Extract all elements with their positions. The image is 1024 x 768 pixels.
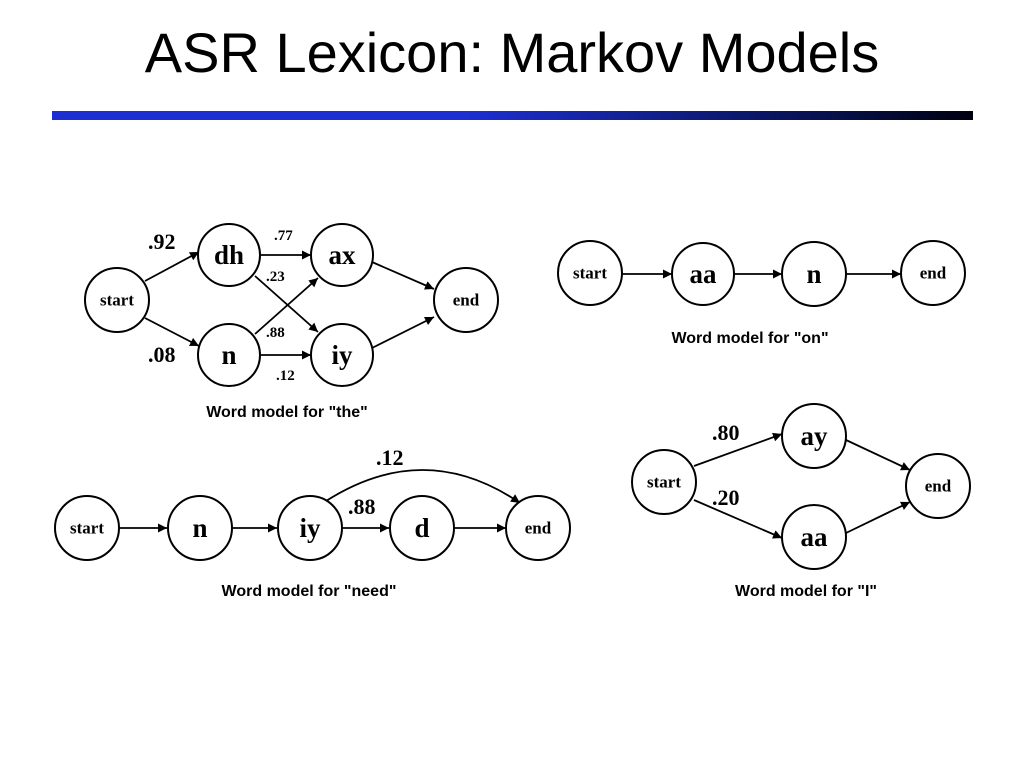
state-the-iy-label: iy (331, 340, 353, 370)
prob-i-start-aa: .20 (712, 485, 740, 510)
state-on-n (781, 241, 847, 307)
state-i-ay (781, 403, 847, 469)
edge-i-start-ay (693, 432, 783, 467)
state-need-iy-label: iy (299, 513, 321, 543)
slide-title: ASR Lexicon: Markov Models (144, 21, 880, 84)
state-the-iy (310, 323, 374, 387)
edge-the-start-n (144, 317, 200, 347)
state-i-ay-label: ay (801, 421, 829, 451)
state-on-start-label: start (573, 264, 607, 283)
state-need-iy (277, 495, 343, 561)
state-the-start (84, 267, 150, 333)
state-i-end (905, 453, 971, 519)
state-i-start (631, 449, 697, 515)
state-need-n-label: n (192, 513, 207, 543)
edge-the-iy-end (371, 316, 435, 349)
state-the-ax-label: ax (329, 240, 357, 270)
state-need-end (505, 495, 571, 561)
prob-the-start-n: .08 (148, 342, 176, 367)
edge-i-aa-end (845, 501, 911, 534)
prob-need-iy-d: .88 (348, 494, 376, 519)
state-i-end-label: end (925, 477, 952, 496)
state-i-aa (781, 504, 847, 570)
caption-need: Word model for "need" (222, 583, 397, 600)
model-i: start ay aa end .80 .20 Word model for "… (631, 403, 971, 600)
state-the-start-label: start (100, 291, 134, 310)
prob-i-start-ay: .80 (712, 420, 740, 445)
state-need-start (54, 495, 120, 561)
edge-i-start-aa (693, 499, 783, 539)
state-on-start (557, 240, 623, 306)
prob-the-dh-ax: .77 (274, 228, 293, 244)
state-need-start-label: start (70, 519, 104, 538)
edge-need-iy-end (325, 469, 521, 504)
model-the: start dh n ax iy end .92 .08 .77 .23 .88… (84, 223, 499, 421)
edge-the-start-dh (144, 251, 200, 282)
caption-i: Word model for "I" (735, 583, 877, 600)
state-the-n-label: n (221, 340, 236, 370)
prob-the-start-dh: .92 (148, 229, 176, 254)
state-i-start-label: start (647, 473, 681, 492)
state-on-end (900, 240, 966, 306)
prob-need-iy-end: .12 (376, 445, 404, 470)
state-the-n (197, 323, 261, 387)
caption-the: Word model for "the" (206, 404, 368, 421)
state-the-ax (310, 223, 374, 287)
state-the-dh-label: dh (214, 240, 244, 270)
model-on: start aa n end Word model for "on" (557, 240, 966, 347)
state-the-end-label: end (453, 291, 480, 310)
state-need-n (167, 495, 233, 561)
edge-the-n-ax (254, 277, 319, 335)
state-on-end-label: end (920, 264, 947, 283)
state-need-end-label: end (525, 519, 552, 538)
state-on-aa-label: aa (690, 259, 718, 289)
model-need: start n iy d end .12 .88 Word model for … (54, 445, 571, 600)
state-on-n-label: n (806, 259, 821, 289)
edge-i-ay-end (845, 439, 911, 471)
state-need-d (389, 495, 455, 561)
prob-the-dh-iy: .23 (266, 269, 285, 285)
edge-the-dh-iy (254, 275, 319, 333)
state-on-aa (671, 242, 735, 306)
caption-on: Word model for "on" (671, 330, 828, 347)
state-the-end (433, 267, 499, 333)
state-the-dh (197, 223, 261, 287)
prob-the-n-iy: .12 (276, 368, 295, 384)
state-i-aa-label: aa (801, 522, 829, 552)
title-underline (52, 111, 973, 120)
prob-the-n-ax: .88 (266, 325, 285, 341)
edge-the-ax-end (371, 261, 435, 290)
state-need-d-label: d (414, 513, 429, 543)
